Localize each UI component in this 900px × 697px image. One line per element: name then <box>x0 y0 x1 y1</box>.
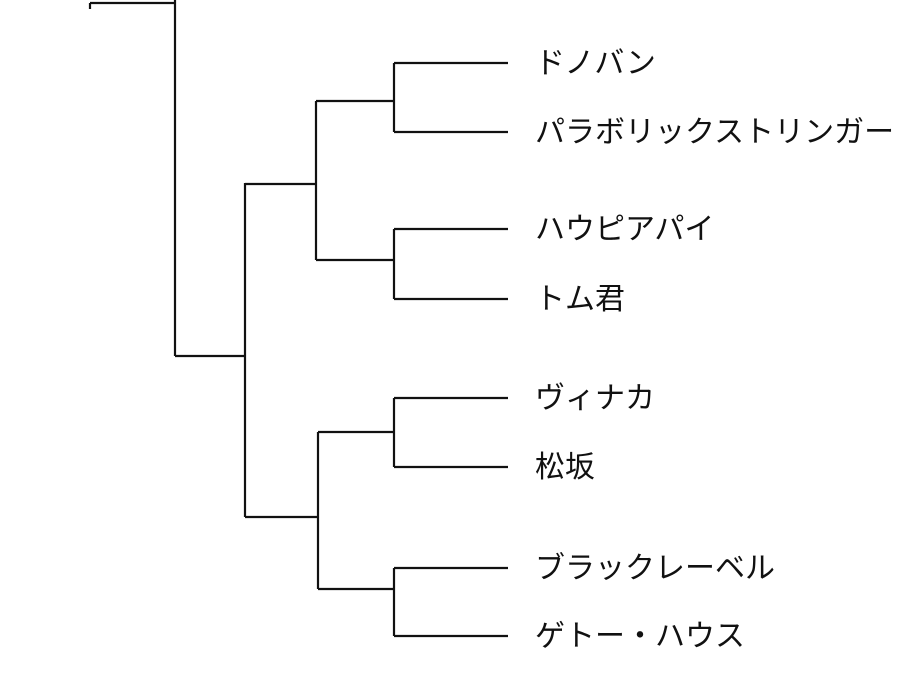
leaf-label-blacklabel: ブラックレーベル <box>535 552 775 585</box>
leaf-label-tom: トム君 <box>535 283 625 316</box>
leaf-label-donovan: ドノバン <box>535 47 656 80</box>
leaf-label-matsuzaka: 松坂 <box>535 451 595 484</box>
leaf-label-parabolic: パラボリックストリンガー <box>535 116 894 149</box>
tree-lines <box>88 0 508 638</box>
leaf-label-haupia: ハウピアパイ <box>535 213 714 246</box>
leaf-label-vinaka: ヴィナカ <box>535 382 655 415</box>
leaf-labels: ドノバン パラボリックストリンガー ハウピアパイ トム君 ヴィナカ 松坂 ブラッ… <box>535 47 894 653</box>
upper-subtree-lines <box>245 99 394 262</box>
lower-subtree-lines <box>245 430 394 591</box>
leaf-label-ghettohouse: ゲトー・ハウス <box>535 620 745 653</box>
root-branch <box>88 0 245 358</box>
leaf-branch-lines <box>394 61 508 638</box>
